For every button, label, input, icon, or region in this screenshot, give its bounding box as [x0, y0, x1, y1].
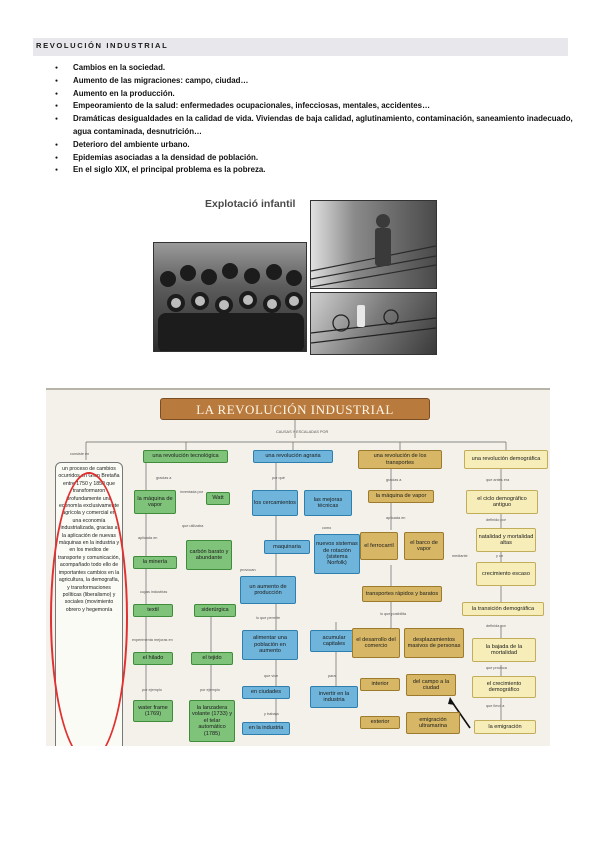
label-lo-que-posibilita: lo que posibilita: [380, 612, 407, 616]
box-cercamientos: los cercamientos: [252, 490, 298, 516]
box-mineria: la minería: [133, 556, 177, 569]
bullet-item: Aumento en la producción.: [55, 88, 575, 101]
box-textil: textil: [133, 604, 173, 617]
label-experimenta-mejoras: experimenta mejoras en: [132, 638, 173, 642]
children-silhouettes-icon: [158, 263, 304, 353]
bullet-item: Dramáticas desigualdades en la calidad d…: [55, 113, 575, 139]
box-ferrocarril: el ferrocarril: [360, 532, 398, 560]
box-transportes: una revolución de los transportes: [358, 450, 442, 469]
box-tejido: el tejido: [191, 652, 233, 665]
concept-map-connectors: [85, 420, 507, 729]
photo-collage-title: Explotació infantil: [205, 198, 296, 210]
box-tecnologica: una revolución tecnológica: [143, 450, 228, 463]
box-ciclo: el ciclo demográfico antiguo: [466, 490, 538, 514]
box-acumular: acumular capitales: [310, 630, 358, 652]
label-que-llevo-a: que llevó a: [486, 704, 505, 708]
photo-girl-mill: [310, 200, 437, 289]
box-transportes-rapidos: transportes rápidos y baratos: [362, 586, 442, 602]
box-carbon: carbón barato y abundante: [186, 540, 232, 570]
label-provocan: provocan: [240, 568, 256, 572]
label-mediante: mediante: [452, 554, 468, 558]
label-gracias-a-2: gracias a: [386, 478, 402, 482]
label-por-que: por qué: [272, 476, 285, 480]
bullet-item: Aumento de las migraciones: campo, ciuda…: [55, 75, 575, 88]
box-maquina-vapor: la máquina de vapor: [134, 490, 176, 514]
label-para: para: [328, 674, 336, 678]
box-exterior: exterior: [360, 716, 400, 729]
spinning-machine-icon: [310, 305, 437, 344]
box-natalidad: natalidad y mortalidad altas: [476, 528, 536, 552]
left-connector-label: consiste en: [70, 452, 90, 456]
label-y-trabaja: y trabaja: [264, 712, 279, 716]
box-comercio: el desarrollo del comercio: [352, 628, 400, 658]
label-inventada-por: inventada por: [180, 490, 204, 494]
box-emigracion: emigración ultramarina: [406, 712, 460, 734]
bullet-item: Cambios en la sociedad.: [55, 62, 575, 75]
section-title: REVOLUCIÓN INDUSTRIAL: [36, 41, 169, 50]
label-gracias-a: gracias a: [156, 476, 172, 480]
bullet-list: Cambios en la sociedad. Aumento de las m…: [55, 62, 575, 177]
label-definido-por: definido por: [486, 518, 506, 522]
box-transicion: la transición demográfica: [462, 602, 544, 616]
box-emigracion-2: la emigración: [474, 720, 536, 734]
box-agraria: una revolución agraria: [253, 450, 333, 463]
photo-children-group: [153, 242, 307, 353]
label-definida-por: definida por: [486, 624, 506, 628]
box-hilado: el hilado: [133, 652, 173, 665]
bullet-item: Epidemias asociadas a la densidad de pob…: [55, 152, 575, 165]
label-que-utilizaba: que utilizaba: [182, 524, 204, 528]
box-barco: el barco de vapor: [404, 532, 444, 560]
box-demografica: una revolución demográfica: [464, 450, 548, 469]
label-aplicada-en-2: aplicada en: [386, 516, 406, 520]
bullet-item: Empeoramiento de la salud: enfermedades …: [55, 100, 575, 113]
concept-map-subtitle: CAUSAS Y ESCALADAS POR: [276, 430, 329, 434]
box-maquina-vapor-t: la máquina de vapor: [368, 490, 434, 503]
photo-collage: Explotació infantil: [153, 198, 440, 355]
box-interior: interior: [360, 678, 400, 691]
label-lo-que-permite: lo que permite: [256, 616, 281, 620]
label-como: como: [322, 526, 332, 530]
box-watt: Watt: [206, 492, 230, 505]
label-que-vive: que vive: [264, 674, 279, 678]
label-aplicada-en: aplicada en: [138, 536, 158, 540]
box-desplazamientos: desplazamientos masivos de personas: [404, 628, 464, 658]
bullet-item: Deterioro del ambiente urbano.: [55, 139, 575, 152]
photo-machinery: [310, 292, 437, 355]
box-rotacion: nuevos sistemas de rotación (sistema Nor…: [314, 534, 360, 574]
concept-map: LA REVOLUCIÓN INDUSTRIAL CAUSAS Y ESCALA…: [46, 388, 550, 746]
box-maquinaria: maquinaria: [264, 540, 310, 554]
label-y-un: y un: [496, 554, 504, 558]
box-siderurgica: siderúrgica: [194, 604, 236, 617]
box-invertir: invertir en la industria: [310, 686, 358, 708]
box-mejoras: las mejoras técnicas: [304, 490, 352, 516]
section-header: REVOLUCIÓN INDUSTRIAL: [33, 38, 568, 56]
label-por-ejemplo: por ejemplo: [142, 688, 162, 692]
highlight-ellipse: [50, 472, 128, 746]
concept-map-title: LA REVOLUCIÓN INDUSTRIAL: [160, 398, 430, 420]
box-aumento-produccion: un aumento de producción: [240, 576, 296, 604]
label-cuyas-industrias: cuyas industrias: [140, 590, 168, 594]
box-alimentar: alimentar una población en aumento: [242, 630, 298, 660]
box-lanzadera: la lanzadera volante (1733) y el telar a…: [189, 700, 235, 742]
box-crecimiento-dem: el crecimiento demográfico: [472, 676, 536, 698]
box-crecimiento: crecimiento escaso: [476, 562, 536, 586]
label-por-ejemplo-2: por ejemplo: [200, 688, 220, 692]
box-ciudades: en ciudades: [242, 686, 290, 699]
box-industria: en la industria: [242, 722, 290, 735]
bullet-item: En el siglo XIX, el principal problema e…: [55, 164, 575, 177]
box-water-frame: water frame (1769): [133, 700, 173, 722]
box-bajada: la bajada de la mortalidad: [472, 638, 536, 662]
box-campo-ciudad: del campo a la ciudad: [406, 674, 456, 696]
label-que-antes-era: que antes era: [486, 478, 510, 482]
label-que-provoca: que provoca: [486, 666, 507, 670]
girl-at-loom-icon: [310, 214, 437, 288]
